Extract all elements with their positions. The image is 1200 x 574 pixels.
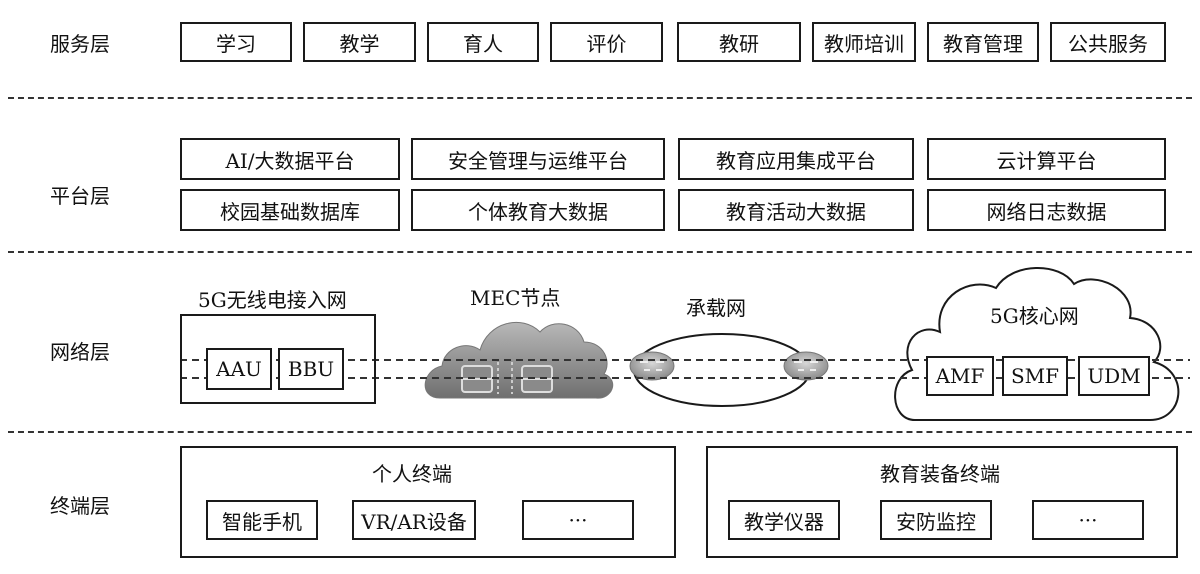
service-item-evaluation: 评价 — [550, 22, 663, 62]
service-item-research: 教研 — [677, 22, 801, 62]
bbu-box: BBU — [278, 348, 344, 390]
service-item-teaching: 教学 — [303, 22, 416, 62]
terminal-vr-ar: VR/AR设备 — [352, 500, 476, 540]
router-icon — [629, 351, 675, 381]
udm-box: UDM — [1078, 356, 1150, 396]
layer-label-terminal: 终端层 — [50, 494, 110, 518]
platform-individual-data: 个体教育大数据 — [411, 189, 665, 231]
service-item-nurturing: 育人 — [427, 22, 539, 62]
aau-box: AAU — [206, 348, 272, 390]
terminal-more: ··· — [522, 500, 634, 540]
service-item-public-service: 公共服务 — [1050, 22, 1166, 62]
edu-terminal-group — [706, 446, 1178, 558]
layer-separator — [8, 431, 1192, 433]
core-network-cloud — [894, 267, 1180, 421]
service-item-teacher-training: 教师培训 — [812, 22, 916, 62]
personal-terminal-title: 个人终端 — [372, 462, 452, 486]
service-item-study: 学习 — [180, 22, 292, 62]
service-item-edu-management: 教育管理 — [927, 22, 1039, 62]
bearer-title: 承载网 — [686, 296, 746, 320]
mec-title: MEC节点 — [470, 286, 561, 310]
smf-box: SMF — [1002, 356, 1068, 396]
layer-label-platform: 平台层 — [50, 184, 110, 208]
platform-activity-data: 教育活动大数据 — [678, 189, 914, 231]
terminal-more: ··· — [1032, 500, 1144, 540]
platform-app-integration: 教育应用集成平台 — [678, 138, 914, 180]
terminal-teaching-instrument: 教学仪器 — [728, 500, 840, 540]
amf-box: AMF — [926, 356, 994, 396]
ran-group — [180, 314, 376, 404]
layer-label-network: 网络层 — [50, 340, 110, 364]
platform-campus-database: 校园基础数据库 — [180, 189, 400, 231]
core-title: 5G核心网 — [990, 304, 1079, 328]
edu-terminal-title: 教育装备终端 — [880, 462, 1000, 486]
platform-cloud-computing: 云计算平台 — [927, 138, 1166, 180]
router-icon — [783, 351, 829, 381]
layer-separator — [8, 97, 1192, 99]
platform-ai-bigdata: AI/大数据平台 — [180, 138, 400, 180]
platform-security-ops: 安全管理与运维平台 — [411, 138, 665, 180]
terminal-smartphone: 智能手机 — [206, 500, 318, 540]
personal-terminal-group — [180, 446, 676, 558]
ran-title: 5G无线电接入网 — [198, 288, 347, 312]
terminal-security-monitor: 安防监控 — [880, 500, 992, 540]
layer-label-service: 服务层 — [50, 32, 110, 56]
platform-network-log-data: 网络日志数据 — [927, 189, 1166, 231]
layer-separator — [8, 251, 1192, 253]
